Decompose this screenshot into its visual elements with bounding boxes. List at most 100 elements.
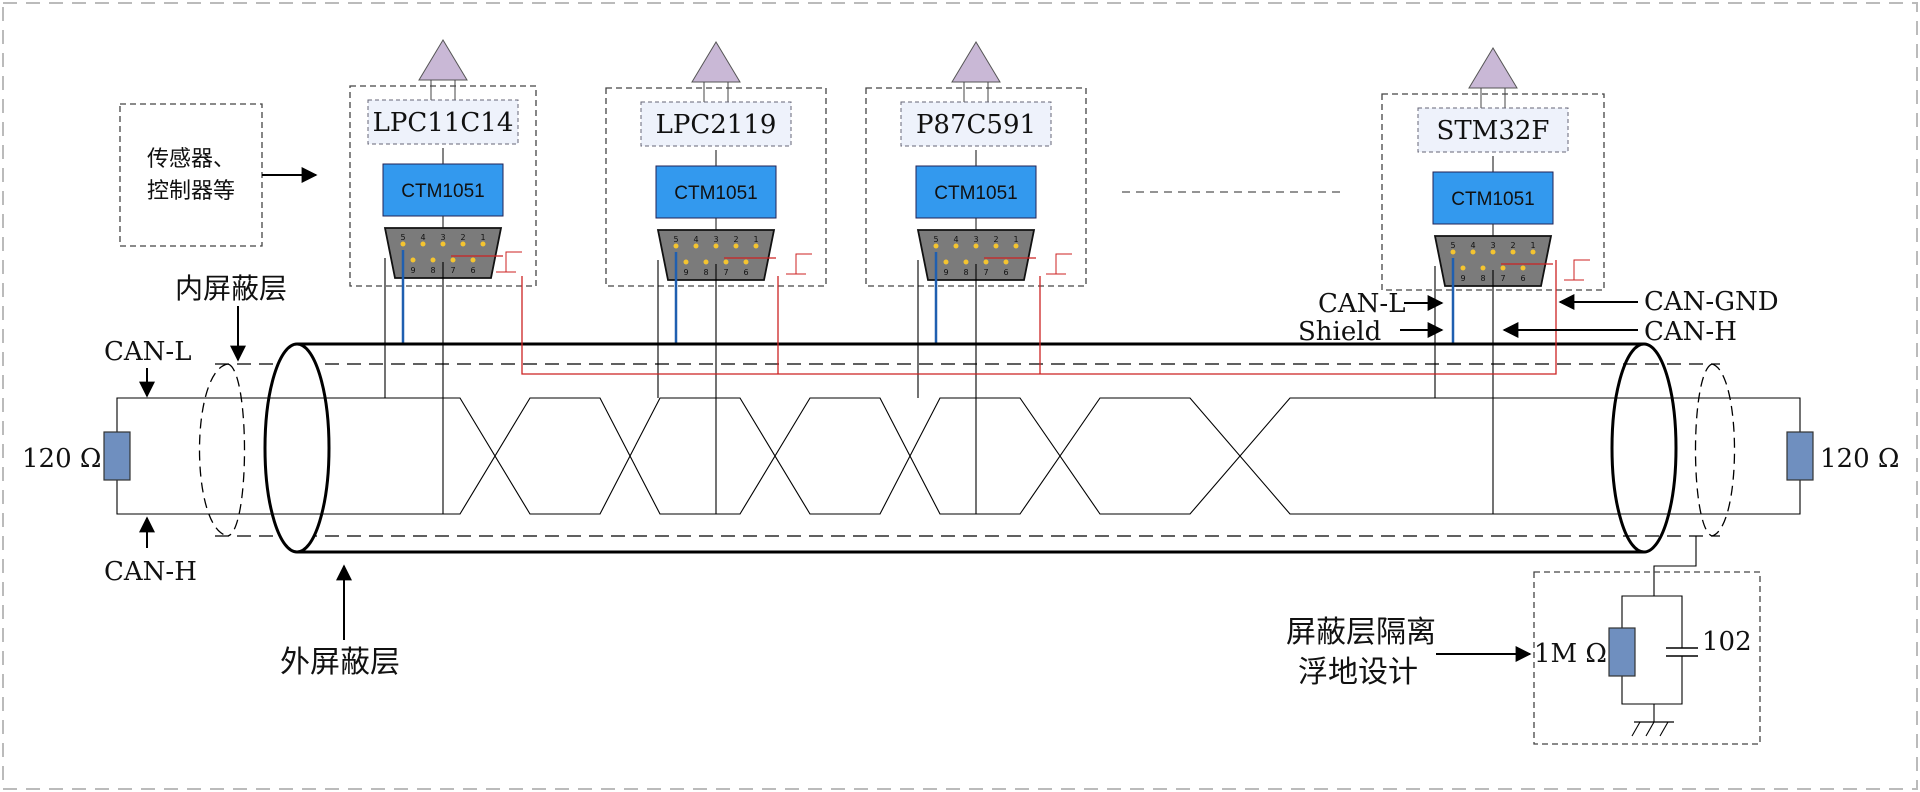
mcu-box <box>640 101 792 147</box>
can-l-label-left: CAN-L <box>104 337 191 367</box>
connector-pin-label: 9 <box>683 268 688 277</box>
connector-pin-label: 1 <box>480 233 485 242</box>
connector-pin-label: 4 <box>1470 241 1475 250</box>
db9-connector-icon <box>383 227 503 279</box>
connector-pin-label: 6 <box>470 266 475 275</box>
can-l-label-right: CAN-L <box>1318 289 1405 319</box>
transceiver-chip <box>915 165 1037 219</box>
can-h-label-left: CAN-H <box>104 557 197 587</box>
db9-connector-icon <box>656 229 776 281</box>
mcu-label: P87C591 <box>916 110 1036 140</box>
sensors-label-line1: 传感器、 <box>147 147 235 172</box>
connector-pin-label: 2 <box>1510 241 1515 250</box>
connector-pin-label: 7 <box>983 268 988 277</box>
terminator-resistor-right: 120 Ω <box>1786 431 1899 481</box>
node-frame <box>865 87 1087 287</box>
connector-pin-label: 3 <box>713 235 718 244</box>
capacitor-label: 102 <box>1702 627 1752 657</box>
can-node-4: STM32F CTM1051 5 4 3 2 1 9 8 7 6 <box>1381 47 1605 514</box>
outer-shield-label: 外屏蔽层 <box>280 645 400 680</box>
connector-pin-label: 3 <box>973 235 978 244</box>
connector-pin-label: 5 <box>933 235 938 244</box>
sensors-label-line2: 控制器等 <box>147 179 235 204</box>
connector-pin-label: 1 <box>753 235 758 244</box>
transceiver-label: CTM1051 <box>934 183 1017 204</box>
ground-icon <box>1573 259 1590 280</box>
ground-icon <box>1055 253 1072 274</box>
connector-pin-label: 5 <box>1450 241 1455 250</box>
can-l-wire <box>297 397 1644 515</box>
db9-connector-icon <box>916 229 1036 281</box>
cable-end-right <box>1610 342 1678 554</box>
connector-pin-label: 9 <box>943 268 948 277</box>
connector-pin-label: 2 <box>993 235 998 244</box>
antenna-icon <box>691 41 741 83</box>
transceiver-label: CTM1051 <box>674 183 757 204</box>
connector-pin-label: 7 <box>1500 274 1505 283</box>
connector-pin-label: 1 <box>1013 235 1018 244</box>
mcu-label: LPC2119 <box>656 110 777 140</box>
antenna-icon <box>1468 47 1518 89</box>
mcu-box <box>900 101 1052 147</box>
antenna-icon <box>951 41 1001 83</box>
connector-pin-label: 6 <box>1520 274 1525 283</box>
connector-pin-label: 8 <box>430 266 435 275</box>
connector-pin-label: 8 <box>1480 274 1485 283</box>
isolation-label-line2: 浮地设计 <box>1298 655 1418 690</box>
connector-pin-label: 4 <box>953 235 958 244</box>
can-h-label-right: CAN-H <box>1644 317 1737 347</box>
connector-pin-label: 8 <box>963 268 968 277</box>
connector-pin-label: 6 <box>743 268 748 277</box>
mcu-box <box>1417 107 1569 153</box>
connector-pin-label: 3 <box>440 233 445 242</box>
shield-label: Shield <box>1298 317 1381 347</box>
can-gnd-label: CAN-GND <box>1644 287 1779 317</box>
node-frame <box>1381 93 1605 291</box>
connector-pin-label: 9 <box>410 266 415 275</box>
db9-connector-icon <box>1433 235 1553 287</box>
resistor-left-label: 120 Ω <box>22 444 101 474</box>
mcu-box <box>367 99 519 145</box>
ground-icon <box>795 253 812 274</box>
resistor-right-label: 120 Ω <box>1820 444 1899 474</box>
sensors-box: 传感器、 控制器等 <box>119 103 318 247</box>
connector-pin-label: 8 <box>703 268 708 277</box>
isolation-label-line1: 屏蔽层隔离 <box>1286 615 1436 650</box>
connector-pin-label: 2 <box>460 233 465 242</box>
connector-pin-label: 2 <box>733 235 738 244</box>
node-frame <box>605 87 827 287</box>
transceiver-chip <box>382 163 504 217</box>
mcu-label: LPC11C14 <box>373 108 514 138</box>
connector-pin-label: 4 <box>693 235 698 244</box>
shielded-cable <box>116 260 1801 554</box>
inner-shield-label: 内屏蔽层 <box>175 272 287 305</box>
connector-pin-label: 1 <box>1530 241 1535 250</box>
connector-pin-label: 7 <box>723 268 728 277</box>
connector-pin-label: 9 <box>1460 274 1465 283</box>
ground-icon <box>505 251 522 272</box>
cable-end-left <box>263 342 331 554</box>
transceiver-label: CTM1051 <box>1451 189 1534 210</box>
isolation-resistor <box>1608 627 1636 677</box>
mcu-label: STM32F <box>1437 116 1550 146</box>
resistor-1m-label: 1M Ω <box>1534 639 1607 669</box>
connector-pin-label: 7 <box>450 266 455 275</box>
antenna-icon <box>418 39 468 81</box>
connector-pin-label: 4 <box>420 233 425 242</box>
shield-isolation-box: 1M Ω 102 <box>1533 536 1761 745</box>
connector-pin-label: 5 <box>673 235 678 244</box>
can-h-wire <box>297 397 1644 515</box>
connector-pin-label: 3 <box>1490 241 1495 250</box>
terminator-resistor-left: 120 Ω <box>22 431 131 481</box>
node-frame <box>349 85 537 287</box>
transceiver-label: CTM1051 <box>401 181 484 202</box>
connector-pin-label: 5 <box>400 233 405 242</box>
connector-pin-label: 6 <box>1003 268 1008 277</box>
